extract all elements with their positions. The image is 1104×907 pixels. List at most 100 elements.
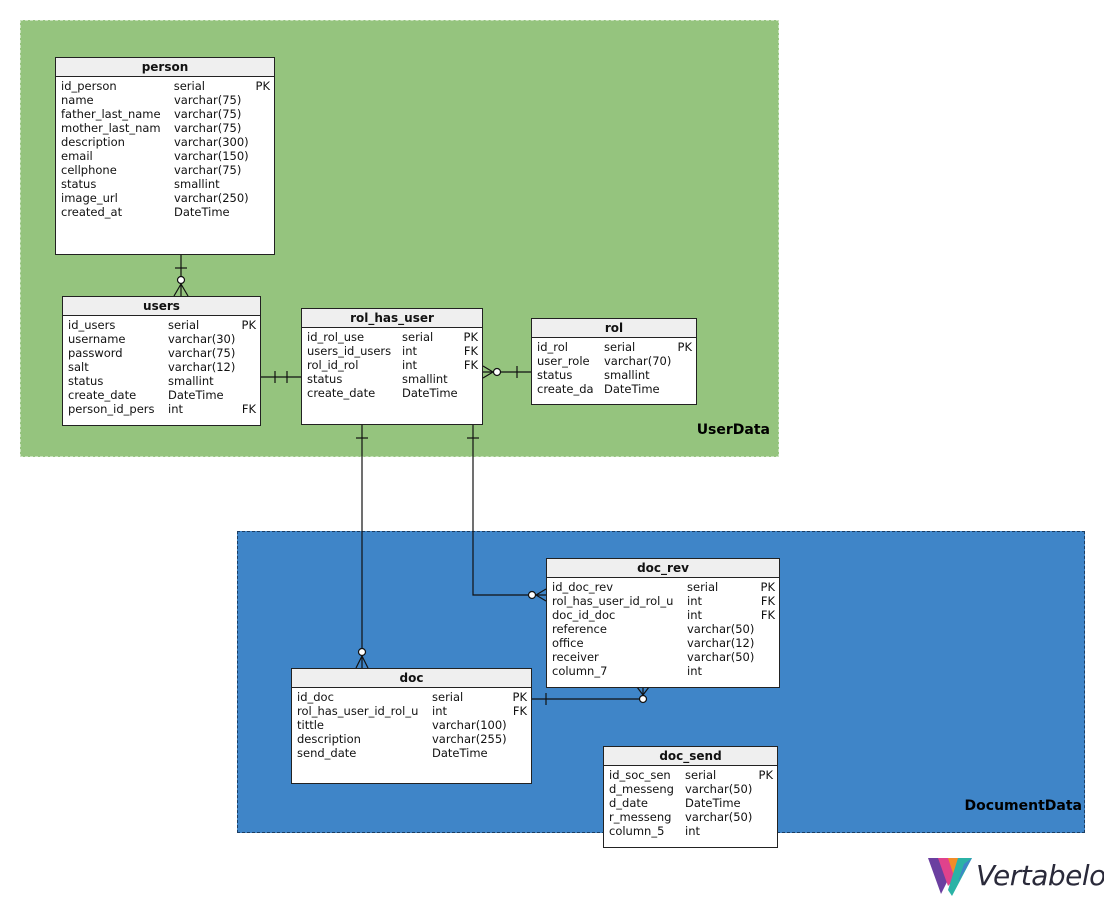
column-type: DateTime — [402, 386, 457, 400]
column-name: create_date — [68, 388, 137, 402]
column-key — [757, 636, 775, 650]
rel-users-rol-has-user[interactable] — [261, 371, 302, 383]
column-key — [757, 664, 775, 678]
column-name: reference — [552, 622, 607, 636]
column-name: d_messeng — [609, 782, 674, 796]
column-key — [256, 205, 270, 219]
column-name: image_url — [61, 191, 118, 205]
column-type: varchar(30) — [168, 332, 236, 346]
column-key: PK — [255, 79, 270, 93]
column-type: int — [687, 664, 702, 678]
column-name: id_rol — [537, 340, 568, 354]
column-key: PK — [463, 330, 478, 344]
column-type: DateTime — [685, 796, 741, 810]
column-key — [676, 354, 692, 368]
column-row[interactable]: status smallint — [68, 374, 256, 388]
column-row[interactable]: status smallint — [61, 177, 270, 191]
column-key — [256, 93, 270, 107]
rel-rol-has-user-doc-rev[interactable] — [467, 424, 547, 602]
column-key — [256, 135, 270, 149]
column-type: smallint — [174, 177, 220, 191]
column-name: person_id_pers — [68, 402, 155, 416]
column-type: varchar(75) — [174, 93, 242, 107]
rel-rol-has-user-doc[interactable] — [355, 424, 369, 669]
column-type: smallint — [168, 374, 214, 388]
rel-doc-doc-rev[interactable] — [531, 686, 650, 705]
column-key — [256, 121, 270, 135]
column-name: status — [61, 177, 97, 191]
column-name: d_date — [609, 796, 648, 810]
column-key — [757, 824, 773, 838]
column-type: serial — [402, 330, 434, 344]
rel-rol-rol-has-user[interactable] — [482, 365, 531, 379]
column-type: serial — [168, 318, 200, 332]
column-name: office — [552, 636, 584, 650]
column-name: id_rol_use — [307, 330, 365, 344]
column-key — [512, 718, 527, 732]
column-key: PK — [241, 318, 256, 332]
area-label-documentdata: DocumentData — [964, 798, 1082, 814]
column-name: doc_id_doc — [552, 608, 616, 622]
column-name: status — [68, 374, 104, 388]
column-key: PK — [512, 690, 527, 704]
column-row[interactable]: id_rol_use serial PK — [307, 330, 478, 344]
column-name: send_date — [297, 746, 357, 760]
table-title: person — [56, 58, 274, 77]
rel-person-users[interactable] — [173, 254, 189, 297]
table-title: rol — [532, 319, 696, 338]
column-row[interactable]: d_date DateTime — [609, 796, 773, 810]
column-key: FK — [760, 608, 775, 622]
column-name: password — [68, 346, 123, 360]
column-name: id_soc_sen — [609, 768, 671, 782]
column-name: cellphone — [61, 163, 117, 177]
column-key — [240, 374, 256, 388]
column-type: varchar(100) — [432, 718, 507, 732]
